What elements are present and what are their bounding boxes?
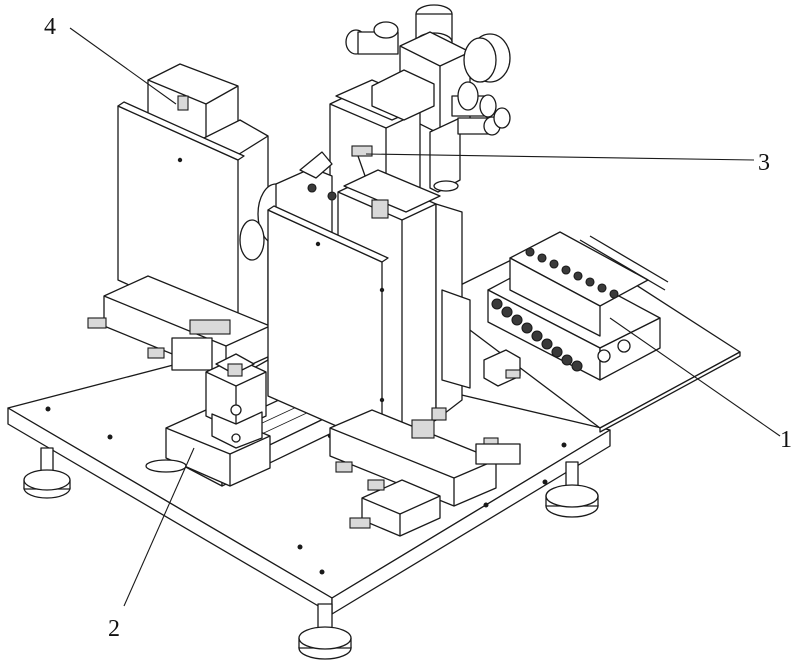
left-assembly <box>88 64 270 378</box>
label-2: 2 <box>108 616 120 642</box>
label-3: 3 <box>758 150 770 176</box>
label-4: 4 <box>44 14 56 40</box>
leader-3 <box>366 154 754 160</box>
foot-front-center <box>299 604 351 659</box>
leader-4 <box>70 28 176 104</box>
label-1: 1 <box>780 427 792 453</box>
